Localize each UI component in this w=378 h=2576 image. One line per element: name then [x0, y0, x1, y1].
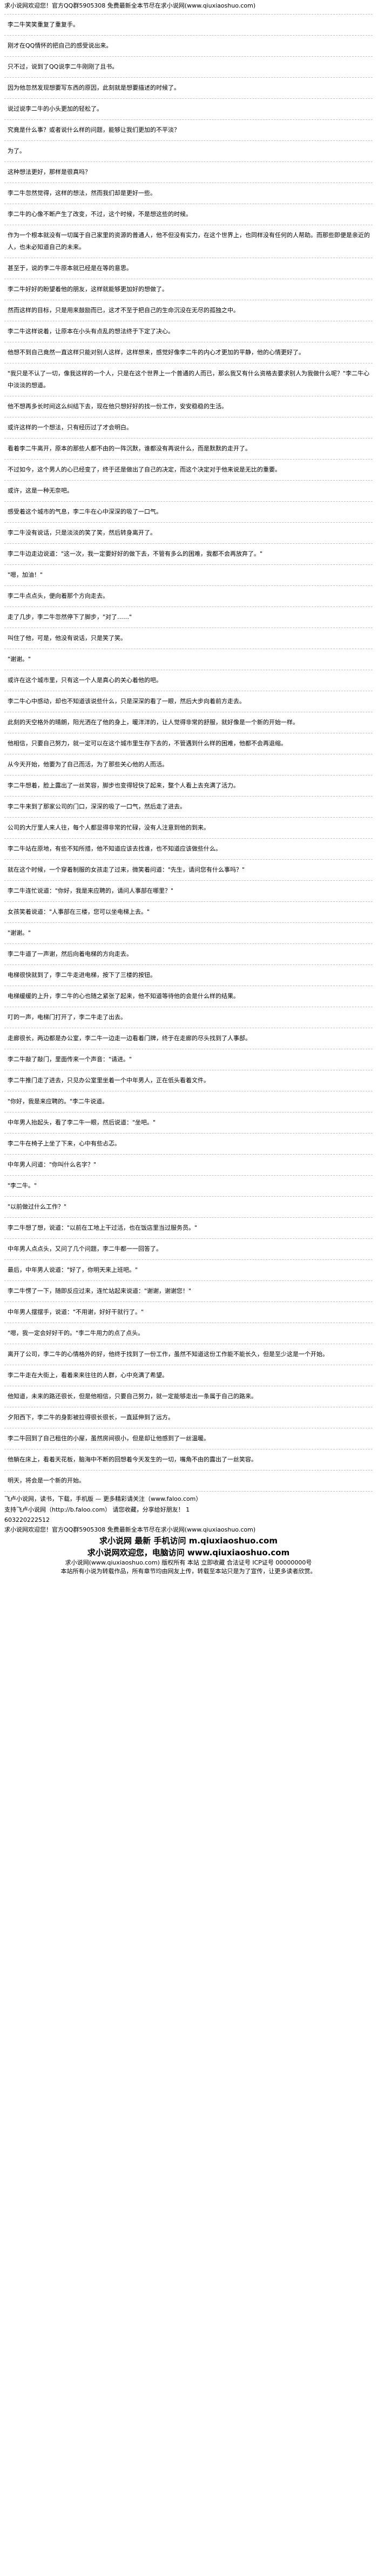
top-divider	[4, 14, 373, 15]
paragraph: 李二牛忽然觉得，这样的想法，然而我们却是更好一些。	[4, 183, 373, 204]
disclaimer-line: 本站所有小说为转载作品，所有章节均由网友上传，转载至本站只是为了宣传，让更多读者…	[60, 1568, 316, 1575]
paragraph: 作为一个根本就没有一切属于自己家里的资源的普通人，他不但没有实力，在这个世界上，…	[4, 225, 373, 258]
paragraph: 说过说李二牛的小头更加的轻松了。	[4, 99, 373, 120]
page-footer: 飞卢小说网，读书，下载，手机版 — 更多精彩请关注（www.faloo.com）…	[4, 1492, 373, 1581]
paragraph: 电梯很快就到了，李二牛走进电梯，按下了三楼的按钮。	[4, 965, 373, 986]
paragraph: 感受着这个城市的气息，李二牛在心中深深的吸了一口气。	[4, 502, 373, 523]
site-line: 求小说网欢迎您！官方QQ群5905308 免费最新全本节尽在求小说网(www.q…	[4, 1526, 256, 1533]
paragraph: 李二牛站在原地，有些不知所措，他不知道应该去找谁，也不知道应该做些什么。	[4, 839, 373, 860]
paragraph: 女孩笑着说道："人事部在三楼，您可以坐电梯上去。"	[4, 902, 373, 923]
paragraph: 或许，这是一种无奈吧。	[4, 481, 373, 502]
paragraph: 此刻的天空格外的晴朗，阳光洒在了他的身上，暖洋洋的，让人觉得非常的舒服，就好像是…	[4, 712, 373, 733]
paragraph: 李二牛心中感动，却也不知道该说些什么，只是深深的看了一眼，然后大步向着前方走去。	[4, 691, 373, 712]
paragraph: 他不想再多长时间这么纠结下去，现在他只想好好的找一份工作，安安稳稳的生活。	[4, 396, 373, 417]
paragraph: 这种想法更好，那样是很真吗？	[4, 162, 373, 183]
share-line[interactable]: 支持飞卢小说网（http://b.faloo.com） 请您收藏，分享给好朋友！…	[4, 1506, 190, 1513]
paragraph: 叮的一声，电梯门打开了，李二牛走了出去。	[4, 1007, 373, 1028]
paragraph: 或许这样的一个想法，只有经历过了才会明白。	[4, 417, 373, 439]
paragraph: "谢谢。"	[4, 923, 373, 944]
paragraph: 究竟是什么事？或者说什么样的问题，能够让我们更加的不平淡？	[4, 120, 373, 141]
copyright-line: 求小说网(www.qiuxiaoshuo.com) 版权所有 本站 立即收藏 合…	[65, 1559, 312, 1566]
paragraph: 中年男人摆摆手，说道："不用谢，好好干就行了。"	[4, 1302, 373, 1323]
paragraph: 明天，将会是一个新的开始。	[4, 1471, 373, 1492]
paragraph: 他想不到自己竟然一直这样只能对别人这样，这样想来，感觉好像李二牛的内心才更加的平…	[4, 342, 373, 363]
paragraph: "以前做过什么工作？"	[4, 1197, 373, 1218]
paragraph: 只不过，说到了QQ说李二牛刚刚了且书。	[4, 57, 373, 78]
paragraph: 李二牛回到了自己租住的小屋，虽然房间很小，但是却让他感到了一丝温暖。	[4, 1428, 373, 1449]
paragraph: "我只是不认了一切，像我这样的一个人，只是在这个世界上一个普通的人而已，那么我又…	[4, 363, 373, 396]
paragraph: 李二牛道了一声谢，然后向着电梯的方向走去。	[4, 944, 373, 965]
paragraph: 中年男人点点头，又问了几个问题，李二牛都一一回答了。	[4, 1239, 373, 1260]
brand-desktop[interactable]: 求小说网欢迎您，电脑访问 www.qiuxiaoshuo.com	[87, 1548, 290, 1557]
paragraph: 夕阳西下，李二牛的身影被拉得很长很长，一直延伸到了远方。	[4, 1407, 373, 1428]
paragraph: 看着李二牛离开，原本的那些人都不由的一阵沉默，谁都没有再说什么，而是默默的走开了…	[4, 439, 373, 460]
page: 求小说网欢迎您！官方QQ群5905308 免费最新全本节尽在求小说网(www.q…	[4, 2, 373, 1581]
paragraph: 李二牛在椅子上坐了下来，心中有些忐忑。	[4, 1134, 373, 1155]
paragraph: 李二牛想着，脸上露出了一丝笑容，脚步也变得轻快了起来，整个人看上去充满了活力。	[4, 776, 373, 797]
paragraph: 李二牛点点头，便向着那个方向走去。	[4, 586, 373, 607]
paragraph: 电梯缓缓的上升，李二牛的心也随之紧张了起来，他不知道等待他的会是什么样的结果。	[4, 986, 373, 1007]
paragraph: 李二牛这样说着，让原本在小头有点乱的想法终于下定了决心。	[4, 321, 373, 342]
paragraph: 不过如今，这个男人的心已经变了，终于还是做出了自己的决定，而这个决定对于他来说是…	[4, 460, 373, 481]
paragraph: 李二牛的心像不断产生了改变，不过，这个时候，不是想这些的时候。	[4, 204, 373, 225]
paragraph: 李二牛连忙说道："你好，我是来应聘的，请问人事部在哪里？"	[4, 881, 373, 902]
paragraph: 他躺在床上，看着天花板，脑海中不断的回想着今天发生的一切，嘴角不由的露出了一丝笑…	[4, 1449, 373, 1471]
paragraph: 因为他忽然发现想要写东西的原因，此刻就是想要描述的时候了。	[4, 78, 373, 99]
paragraph: 李二牛走在大街上，看着来来往往的人群，心中充满了希望。	[4, 1365, 373, 1386]
paragraph: "嗯，我一定会好好干的。"李二牛用力的点了点头。	[4, 1323, 373, 1344]
paragraph: 他相信，只要自己努力，就一定可以在这个城市里生存下去的，不管遇到什么样的困难，他…	[4, 733, 373, 754]
paragraph: 走廊很长，两边都是办公室，李二牛一边走一边看着门牌，终于在走廊的尽头找到了人事部…	[4, 1028, 373, 1049]
paragraph: 李二牛愣了一下，随即反应过来，连忙站起来说道："谢谢，谢谢您！"	[4, 1281, 373, 1302]
site-notice: 求小说网欢迎您！官方QQ群5905308 免费最新全本节尽在求小说网(www.q…	[4, 2, 256, 9]
paragraph: 甚至于，说的李二牛原本就已经是在等的意思。	[4, 258, 373, 279]
paragraph: 李二牛想了想，说道："以前在工地上干过活，也在饭店里当过服务员。"	[4, 1218, 373, 1239]
paragraph: 李二牛没有说话，只是淡淡的笑了笑，然后转身离开了。	[4, 523, 373, 544]
paragraph: 或许在这个城市里，只有这一个人是真心的关心着他的吧。	[4, 670, 373, 691]
paragraph: 叫住了他，可是，他没有说话，只是笑了笑。	[4, 628, 373, 649]
paragraph: "嗯，加油！"	[4, 565, 373, 586]
paragraph: 离开了公司，李二牛的心情格外的好，他终于找到了一份工作，虽然不知道这份工作能不能…	[4, 1344, 373, 1365]
paragraph: 中年男人抬起头，看了李二牛一眼，然后说道："坐吧。"	[4, 1112, 373, 1134]
chapter-content: 李二牛笑笑重复了重复手。刚才在QQ情怀的把自己的感受说出来。只不过，说到了QQ说…	[4, 15, 373, 1492]
brand-mobile[interactable]: 求小说网 最新 手机访问 m.qiuxiaoshuo.com	[99, 1536, 278, 1546]
paragraph: "谢谢。"	[4, 649, 373, 670]
paragraph: 刚才在QQ情怀的把自己的感受说出来。	[4, 36, 373, 57]
paragraph: 公司的大厅里人来人往，每个人都显得非常的忙碌，没有人注意到他的到来。	[4, 818, 373, 839]
paragraph: 李二牛来到了那家公司的门口，深深的吸了一口气，然后走了进去。	[4, 797, 373, 818]
paragraph: 最后，中年男人说道："好了，你明天来上班吧。"	[4, 1260, 373, 1281]
paragraph: 李二牛敲了敲门，里面传来一个声音："请进。"	[4, 1049, 373, 1070]
paragraph: 走了几步，李二牛忽然停下了脚步，"对了……"	[4, 607, 373, 628]
paragraph: 李二牛笑笑重复了重复手。	[4, 15, 373, 36]
paragraph: "李二牛。"	[4, 1176, 373, 1197]
paragraph: 为了。	[4, 141, 373, 162]
paragraph: 李二牛推门走了进去，只见办公室里坐着一个中年男人，正在低头看着文件。	[4, 1070, 373, 1091]
page-id: 603220222512	[4, 1516, 50, 1523]
paragraph: 从今天开始，他要为了自己而活，为了那些关心他的人而活。	[4, 754, 373, 776]
paragraph: 中年男人问道："你叫什么名字？"	[4, 1155, 373, 1176]
ad-line[interactable]: 飞卢小说网，读书，下载，手机版 — 更多精彩请关注（www.faloo.com）	[4, 1495, 202, 1502]
paragraph: 李二牛边走边说道："这一次，我一定要好好的做下去，不管有多么的困难，我都不会再放…	[4, 544, 373, 565]
paragraph: 他知道，未来的路还很长，但是他相信，只要自己努力，就一定能够走出一条属于自己的路…	[4, 1386, 373, 1407]
paragraph: 然而这样的目标，只是用来鼓励而已，这才不至于把自己的生命沉没在无尽的孤独之中。	[4, 300, 373, 321]
paragraph: "你好，我是来应聘的。"李二牛说道。	[4, 1091, 373, 1112]
paragraph: 李二牛好好的盼望着他的朋友，这样就能够更加好的想做了。	[4, 279, 373, 300]
paragraph: 就在这个时候，一个穿着制服的女孩走了过来，微笑着问道："先生，请问您有什么事吗？…	[4, 860, 373, 881]
